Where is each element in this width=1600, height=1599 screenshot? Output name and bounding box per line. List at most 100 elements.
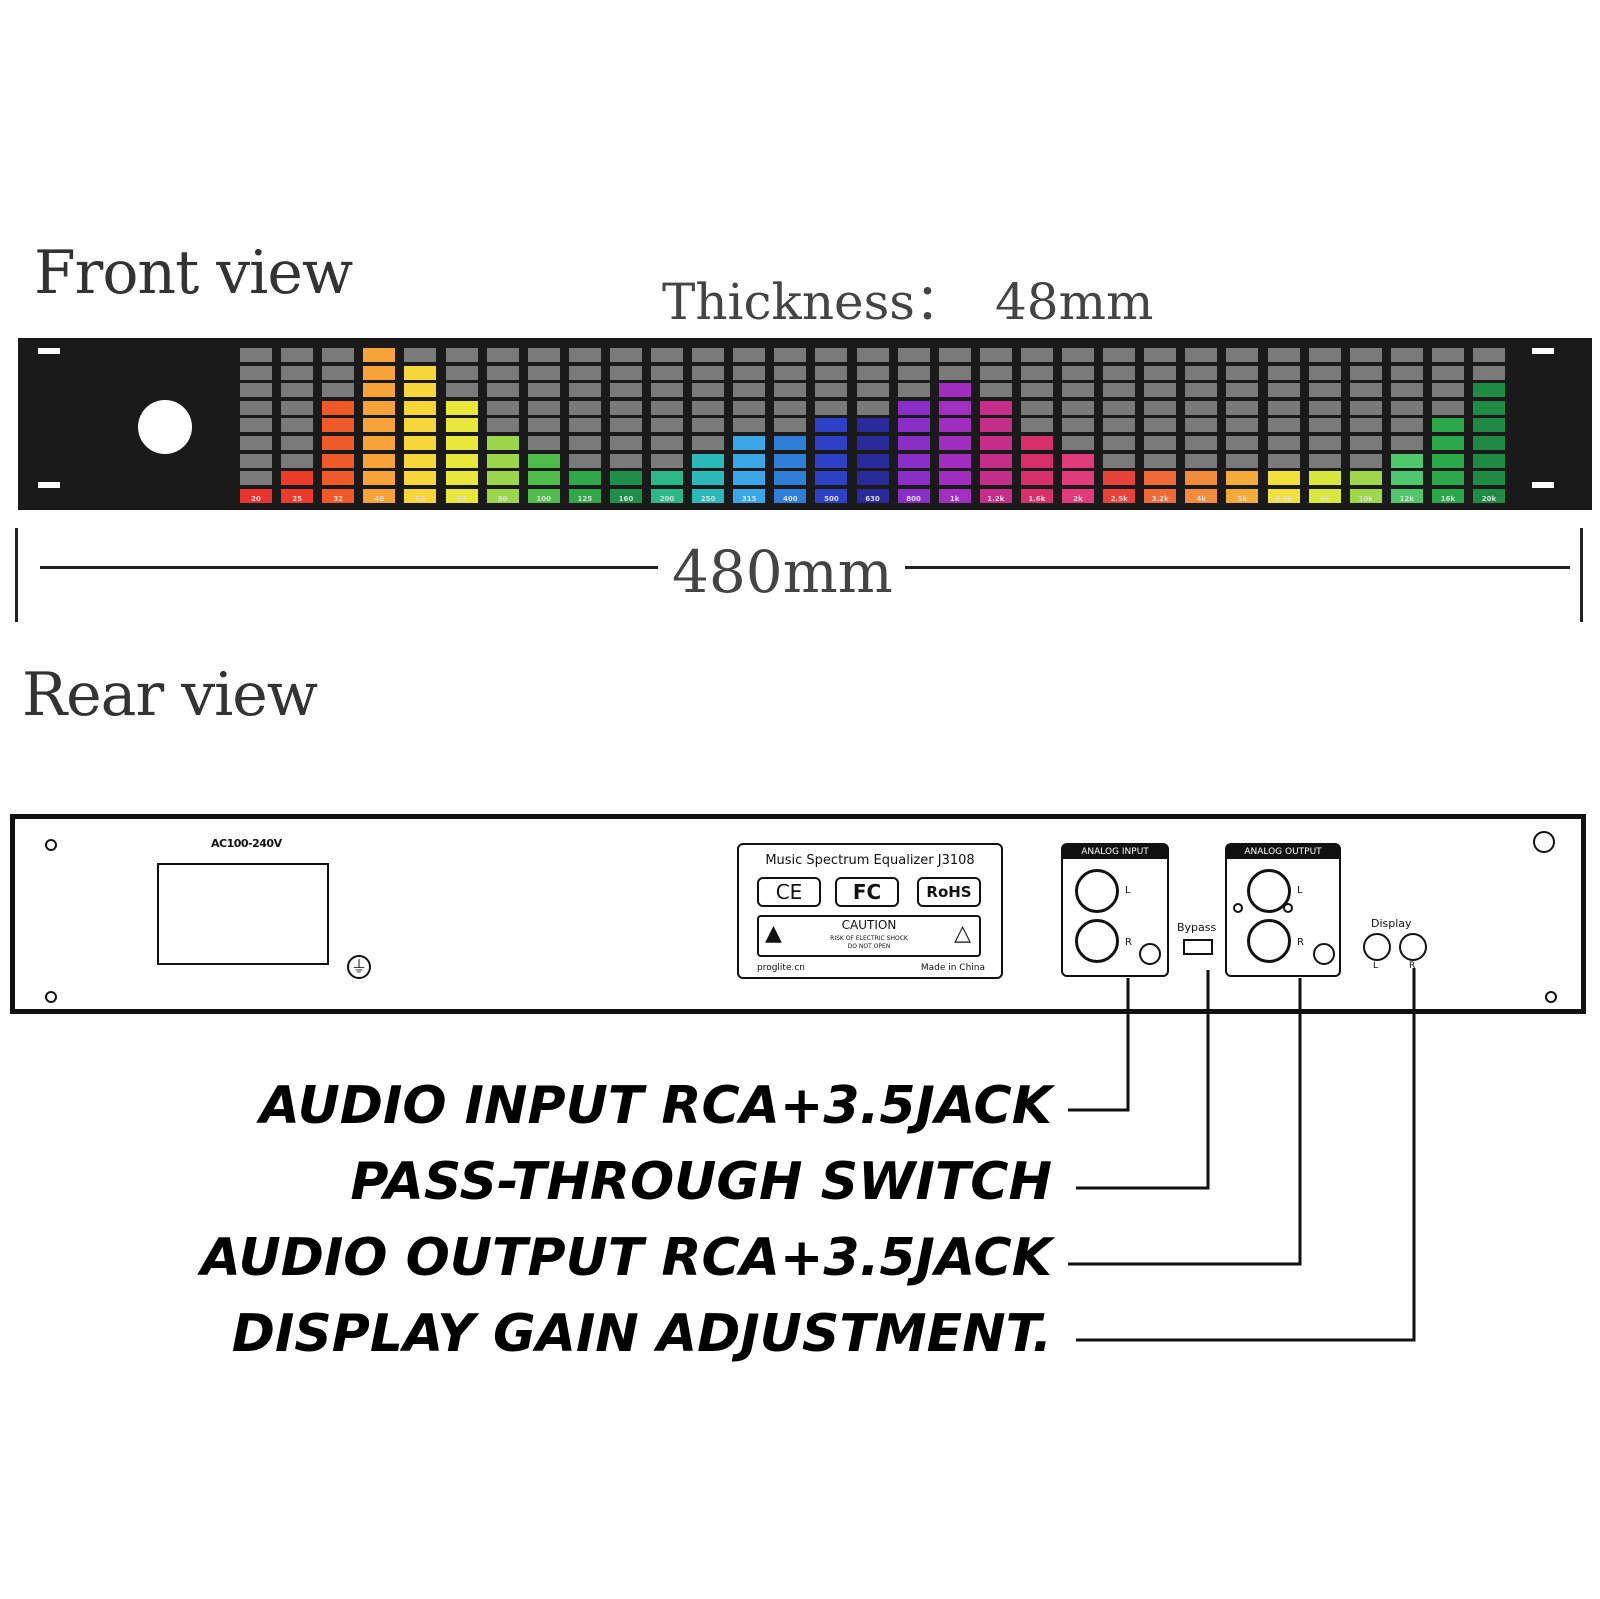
led-segment [1431,348,1464,362]
screw-hole [1533,831,1555,853]
jack-input-3-5mm[interactable] [1139,943,1161,965]
led-segment [733,365,766,380]
led-segment [486,400,519,415]
thickness-label: Thickness： [662,273,965,331]
led-segment [1226,471,1259,486]
led-segment [240,365,272,380]
warning-icon: ▲ [765,921,782,946]
led-segment [856,453,889,468]
display-gain-knob-l[interactable] [1363,933,1391,961]
power-knob[interactable] [138,400,192,454]
screw-hole [1545,991,1557,1003]
caution-box: ▲ △ CAUTION RISK OF ELECTRIC SHOCK DO NO… [757,915,981,957]
led-segment [363,453,396,468]
led-segment [774,365,807,380]
led-segment [404,418,437,433]
led-segment [486,471,519,486]
led-segment [1103,348,1136,362]
led-segment [651,488,683,503]
led-segment [281,488,314,503]
frequency-label: 100 [536,495,551,503]
caution-title: CAUTION [841,918,897,932]
led-segment [1308,453,1341,468]
rca-output-r[interactable] [1247,919,1291,963]
led-segment [281,383,314,398]
led-segment [979,436,1012,450]
led-segment [568,453,601,468]
led-segment [281,348,314,362]
led-segment [445,400,478,415]
led-segment [1267,488,1300,503]
display-gain-knob-r[interactable] [1399,933,1427,961]
led-segment [1349,453,1382,468]
bypass-switch[interactable] [1183,939,1213,955]
led-segment [568,488,601,503]
led-segment [1308,488,1341,503]
led-segment [1103,400,1136,415]
led-segment [856,348,889,362]
led-segment [1185,418,1218,433]
led-segment [897,453,930,468]
indicator-hole [1283,903,1293,913]
led-segment [404,471,437,486]
jack-output-3-5mm[interactable] [1313,943,1335,965]
led-segment [938,471,971,486]
led-segment [651,471,683,486]
product-label: Music Spectrum Equalizer J3108 CE FC RoH… [737,843,1003,979]
frequency-label: 160 [618,495,634,503]
led-segment [1144,453,1177,468]
led-segment [1226,453,1259,468]
led-segment [1349,471,1382,486]
screw-hole [45,839,57,851]
frequency-label: 1.6k [1028,495,1046,503]
led-segment [938,436,971,450]
led-segment [322,471,355,486]
led-segment [240,436,272,450]
led-segment [1144,488,1177,503]
display-label: Display [1371,917,1412,930]
led-segment [363,348,396,362]
led-segment [897,348,930,362]
channel-l-label: L [1125,885,1131,896]
led-segment [1185,488,1218,503]
frequency-label: 6.3k [1274,495,1293,503]
led-segment [1390,365,1423,380]
frequency-label: 63 [456,495,467,503]
channel-r-label: R [1125,937,1132,948]
led-segment [1226,488,1259,503]
led-segment [856,436,889,450]
frequency-label: 25 [292,495,302,503]
frequency-label: 630 [865,495,880,503]
rear-panel: AC100-240V ⏚ Music Spectrum Equalizer J3… [10,814,1586,1014]
led-segment [1103,488,1136,503]
led-segment [651,348,683,362]
rack-ear-slot [38,482,60,488]
power-socket[interactable] [157,863,329,965]
led-segment [322,400,355,415]
led-segment [733,418,766,433]
led-segment [1144,400,1177,415]
analog-output-label: ANALOG OUTPUT [1227,845,1339,859]
led-segment [609,383,642,398]
rca-input-r[interactable] [1075,919,1119,963]
led-segment [445,348,478,362]
led-segment [527,348,560,362]
led-segment [897,471,930,486]
led-segment [363,436,396,450]
thickness-value: 48mm [994,273,1154,331]
frequency-label: 1k [949,495,960,503]
led-segment [1226,400,1259,415]
frequency-label: 16k [1440,495,1456,503]
rca-input-l[interactable] [1075,869,1119,913]
rack-ear-slot [1532,348,1554,354]
led-segment [568,365,601,380]
led-segment [1308,436,1341,450]
led-segment [568,383,601,398]
led-segment [692,488,725,503]
led-segment [240,453,272,468]
rca-output-l[interactable] [1247,869,1291,913]
leader-pass-through [1076,970,1210,1190]
led-segment [363,418,396,433]
led-segment [979,471,1012,486]
led-segment [1020,488,1053,503]
